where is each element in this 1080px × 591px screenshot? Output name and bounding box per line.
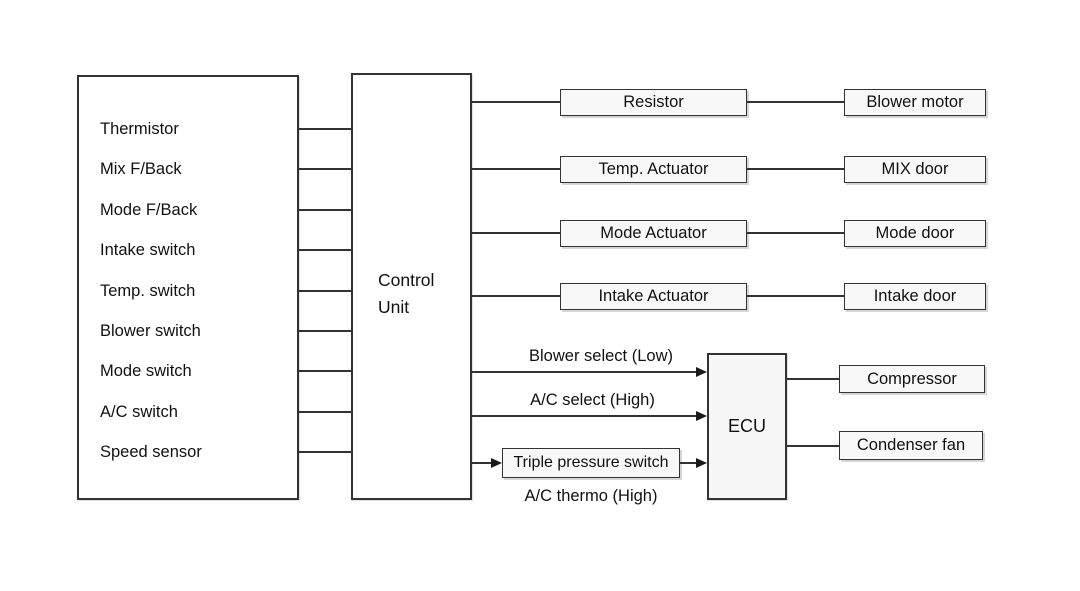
input-label: Intake switch [100, 241, 196, 260]
input-connector-line [298, 451, 352, 454]
actuator-box: Mode Actuator [560, 219, 747, 247]
output-label: Blower motor [866, 92, 964, 111]
connector-line [471, 232, 560, 234]
actuator-label: Mode Actuator [600, 223, 707, 242]
ac-select-label: A/C select (High) [530, 391, 655, 409]
actuator-box: Temp. Actuator [560, 155, 747, 183]
input-label: Mix F/Back [100, 160, 182, 179]
input-connector-line [298, 410, 352, 413]
control-unit-label-line2: Unit [378, 297, 410, 317]
connector-line [747, 232, 844, 234]
ecu-label: ECU [727, 416, 766, 436]
control-unit-label-line1: Control [378, 270, 435, 290]
input-connector-line [298, 168, 352, 171]
triple-pressure-switch-box: Triple pressure switch [502, 448, 680, 478]
input-connector-line [298, 249, 352, 252]
condenser-fan-label: Condenser fan [856, 436, 966, 454]
ac-select-line [471, 415, 697, 417]
ac-thermo-label: A/C thermo (High) [524, 487, 658, 505]
connector-line [747, 101, 844, 103]
compressor-label: Compressor [867, 369, 957, 388]
connector-line [747, 295, 844, 297]
input-label: Temp. switch [100, 281, 196, 300]
actuator-label: Intake Actuator [598, 286, 709, 305]
arrowhead-right-icon [696, 367, 707, 377]
pressure-switch-line [471, 462, 491, 464]
input-connector-line [298, 289, 352, 292]
triple-pressure-switch-label: Triple pressure switch [513, 454, 669, 471]
connector-line [471, 295, 560, 297]
arrowhead-right-icon [491, 458, 502, 468]
output-box: MIX door [844, 155, 986, 183]
input-label: Thermistor [100, 120, 179, 138]
input-connector-line [298, 128, 352, 130]
input-label: Speed sensor [100, 443, 202, 462]
connector-line [471, 168, 560, 170]
connector-line [787, 445, 839, 447]
input-label: Mode F/Back [100, 200, 198, 219]
input-connector-line [298, 370, 352, 373]
input-connector-line [298, 208, 352, 211]
control-unit-box: Control Unit [351, 73, 472, 500]
output-box: Blower motor [844, 88, 986, 116]
input-connector-line [298, 330, 352, 332]
input-label: Mode switch [100, 362, 192, 381]
blower-select-label: Blower select (Low) [529, 347, 673, 365]
actuator-box: Intake Actuator [560, 282, 747, 310]
control-unit-label: Control Unit [378, 267, 434, 321]
pressure-switch-line [680, 462, 696, 464]
ecu-box: ECU [707, 353, 787, 500]
actuator-label: Resistor [623, 92, 684, 111]
input-label: Blower switch [100, 322, 201, 340]
connector-line [787, 378, 839, 380]
connector-line [471, 101, 560, 103]
connector-line [747, 168, 844, 170]
actuator-box: Resistor [560, 88, 747, 116]
condenser-fan-box: Condenser fan [839, 431, 983, 460]
output-label: MIX door [881, 159, 949, 178]
actuator-label: Temp. Actuator [598, 159, 709, 178]
arrowhead-right-icon [696, 411, 707, 421]
input-label: A/C switch [100, 402, 178, 421]
output-box: Intake door [844, 282, 986, 310]
inputs-panel: Thermistor Mix F/Back Mode F/Back Intake… [77, 75, 299, 500]
output-box: Mode door [844, 219, 986, 247]
blower-select-line [471, 371, 697, 373]
arrowhead-right-icon [696, 458, 707, 468]
output-label: Mode door [875, 223, 955, 242]
output-label: Intake door [873, 286, 957, 305]
compressor-box: Compressor [839, 365, 985, 393]
